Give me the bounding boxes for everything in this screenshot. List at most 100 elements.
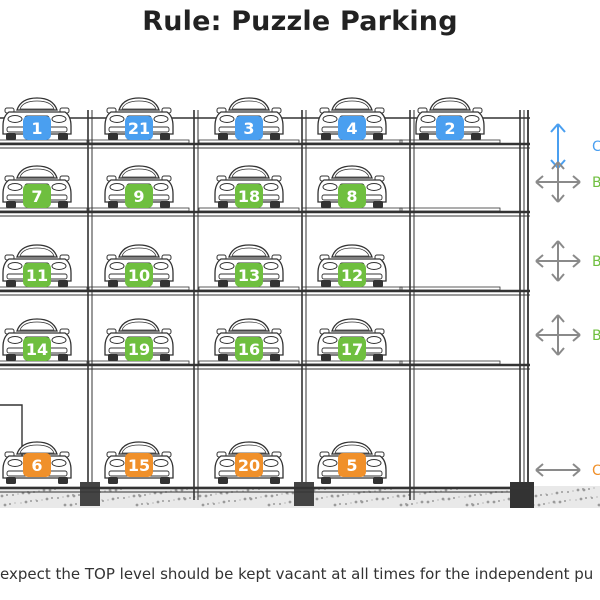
slot-badge-11: 11 bbox=[23, 263, 51, 287]
pallet bbox=[0, 207, 88, 212]
gravel-dot bbox=[492, 500, 496, 504]
slot-badge-14: 14 bbox=[23, 337, 51, 361]
gravel-dot bbox=[480, 494, 482, 496]
gravel-dot bbox=[210, 494, 212, 496]
slot-badge-9: 9 bbox=[125, 184, 153, 208]
car-top-21 bbox=[104, 97, 174, 140]
slot-badge-18: 18 bbox=[235, 184, 263, 208]
slot-badge-15: 15 bbox=[125, 453, 153, 477]
slot-badge-7: 7 bbox=[23, 184, 51, 208]
gravel-dot bbox=[366, 500, 368, 502]
gravel-dot bbox=[321, 497, 323, 499]
gravel-dot bbox=[135, 503, 139, 507]
gravel-dot bbox=[503, 499, 505, 501]
gravel-dot bbox=[246, 488, 250, 492]
movement-arrow-vertical bbox=[550, 123, 566, 169]
gravel-dot bbox=[374, 490, 376, 492]
rule-caption: expect the TOP level should be kept vaca… bbox=[0, 565, 594, 583]
slot-badge-2: 2 bbox=[436, 116, 464, 140]
post-footing bbox=[294, 482, 314, 506]
slot-badge-bg bbox=[235, 116, 263, 140]
slot-badge-13: 13 bbox=[235, 263, 263, 287]
gravel-dot bbox=[561, 491, 563, 493]
gravel-dot bbox=[63, 503, 67, 507]
level-side-label: C bbox=[592, 463, 600, 479]
gravel-dot bbox=[552, 500, 556, 504]
gravel-dot bbox=[9, 503, 11, 505]
gravel-dot bbox=[212, 502, 214, 504]
gravel-dot bbox=[174, 488, 178, 492]
gravel-dot bbox=[156, 500, 160, 504]
slot-badge-bg bbox=[235, 337, 263, 361]
gravel-dot bbox=[62, 496, 64, 498]
gravel-dot bbox=[222, 500, 226, 504]
level-side-label: B bbox=[592, 328, 600, 344]
pallet bbox=[88, 360, 190, 365]
slot-badge-bg bbox=[23, 116, 51, 140]
slot-badge-8: 8 bbox=[338, 184, 366, 208]
gravel-dot bbox=[48, 488, 52, 492]
gravel-dot bbox=[41, 499, 43, 501]
slot-badge-1: 1 bbox=[23, 116, 51, 140]
slot-badge-bg bbox=[235, 184, 263, 208]
gravel-dot bbox=[534, 494, 538, 498]
gravel-dot bbox=[326, 496, 328, 498]
slot-badge-4: 4 bbox=[338, 116, 366, 140]
gravel-dot bbox=[279, 503, 281, 505]
gravel-dot bbox=[458, 496, 460, 498]
slot-badge-19: 19 bbox=[125, 337, 153, 361]
gravel-dot bbox=[336, 494, 340, 498]
gravel-dot bbox=[228, 500, 230, 502]
gravel-dot bbox=[590, 496, 592, 498]
gravel-dot bbox=[464, 496, 466, 498]
gravel-dot bbox=[170, 490, 172, 492]
slot-number: 19 bbox=[128, 340, 150, 359]
gravel-dot bbox=[281, 493, 283, 495]
slot-badge-bg bbox=[338, 263, 366, 287]
slot-badge-bg bbox=[338, 116, 366, 140]
gravel-dot bbox=[36, 500, 38, 502]
slot-number: 18 bbox=[238, 187, 260, 206]
gravel-dot bbox=[132, 494, 136, 498]
gravel-dot bbox=[57, 497, 59, 499]
pallet bbox=[198, 207, 300, 212]
gravel-dot bbox=[555, 491, 559, 495]
gravel-dot bbox=[477, 503, 479, 505]
gravel-dot bbox=[342, 494, 344, 496]
gravel-dot bbox=[138, 494, 140, 496]
gravel-dot bbox=[51, 497, 53, 499]
slot-number: 5 bbox=[346, 456, 357, 475]
gravel-dot bbox=[558, 500, 562, 504]
level-side-label: B bbox=[592, 254, 600, 270]
slot-badge-bg bbox=[125, 263, 153, 287]
gravel-dot bbox=[482, 502, 484, 504]
slot-badge-bg bbox=[235, 263, 263, 287]
pallet bbox=[0, 360, 88, 365]
level-side-label: C bbox=[592, 139, 600, 155]
gravel-dot bbox=[585, 497, 587, 499]
gravel-dot bbox=[149, 493, 151, 495]
gravel-dot bbox=[498, 500, 500, 502]
gravel-dot bbox=[213, 503, 215, 505]
gravel-dot bbox=[204, 494, 208, 498]
gravel-dot bbox=[111, 497, 115, 501]
gravel-dot bbox=[347, 493, 349, 495]
gravel-dot bbox=[198, 494, 202, 498]
gravel-dot bbox=[14, 502, 16, 504]
page-title: Rule: Puzzle Parking bbox=[142, 6, 458, 37]
gravel-dot bbox=[551, 493, 553, 495]
gravel-dot bbox=[215, 493, 217, 495]
gravel-dot bbox=[416, 502, 418, 504]
slot-badge-bg bbox=[23, 453, 51, 477]
gravel-dot bbox=[596, 496, 598, 498]
gravel-dot bbox=[333, 503, 337, 507]
slot-number: 7 bbox=[31, 187, 42, 206]
gravel-dot bbox=[579, 497, 583, 501]
pallet bbox=[301, 286, 403, 291]
gravel-dot bbox=[419, 493, 421, 495]
gravel-dot bbox=[368, 490, 370, 492]
gravel-dot bbox=[177, 497, 181, 501]
pallet bbox=[198, 286, 300, 291]
gravel-dot bbox=[474, 494, 476, 496]
gravel-dot bbox=[375, 497, 379, 501]
